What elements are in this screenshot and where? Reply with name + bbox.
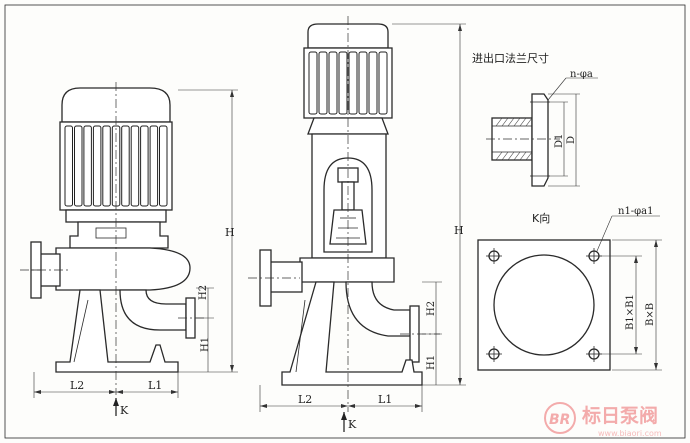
motor-fin [358,51,368,115]
middle-label-l2: L2 [298,393,312,406]
hatch-line [495,117,503,127]
left-label-h1: H1 [200,337,211,352]
middle-label-h2: H2 [426,301,437,316]
motor-fin [308,51,318,115]
flange-title: 进出口法兰尺寸 [472,51,549,65]
label-bxb: B×B [645,303,656,326]
motor-fin [328,51,338,115]
flange-plate [531,93,549,187]
watermark: BR 标日泵阀 www.biaori.com [544,402,662,438]
motor-fin [92,125,102,207]
hatch-line [513,151,521,161]
flange-detail [486,77,598,187]
k-view-title: K向 [532,211,550,225]
middle-inlet-pipe [269,261,303,293]
label-d: D [566,136,577,144]
hatch-line [501,151,509,161]
motor-fin [368,51,378,115]
motor-fin [64,125,73,207]
motor-fin [121,125,130,207]
motor-fin [149,125,159,207]
watermark-url: www.biaori.com [598,429,662,438]
left-motor-fins [64,125,168,207]
hatch-line [525,117,533,127]
middle-outlet-elbow [345,281,411,337]
hatch-line [495,151,503,161]
left-coupling [95,227,127,239]
motor-fin [159,125,168,207]
motor-fin [348,51,358,115]
left-pump [20,82,238,416]
left-label-l1: L1 [148,379,162,392]
hatch-line [507,117,515,127]
middle-label-k: K [348,418,357,431]
left-label-h: H [225,226,235,239]
label-n1-phi-a1: n1-φa1 [618,206,654,217]
watermark-logo-ring [544,402,576,434]
hatch-line [519,117,527,127]
label-d1: D1 [554,134,565,148]
drawing-border [4,4,686,439]
k-view-base-plate [477,239,611,371]
motor-fin [140,125,149,207]
hatch-line [519,151,527,161]
middle-casing [299,257,395,283]
hatch-line [513,117,521,127]
left-label-h2: H2 [198,285,209,300]
hatch-line [525,151,533,161]
motor-fin [102,125,111,207]
left-pump-base [55,289,179,373]
middle-label-h1: H1 [426,355,437,370]
label-b1xb1: B1×B1 [625,294,636,330]
middle-label-h: H [454,224,464,237]
motor-fin [83,125,92,207]
motor-fin [130,125,140,207]
motor-fin [318,51,328,115]
watermark-logo-text: BR [549,412,570,428]
middle-pump [248,16,466,432]
watermark-brand: 标日泵阀 [582,404,658,427]
middle-label-l1: L1 [378,393,392,406]
middle-motor-fins [308,51,388,115]
k-view [477,215,662,371]
k-view-opening [493,254,595,356]
middle-pump-base [281,281,423,386]
label-n-phi-a: n-φa [570,69,593,80]
left-label-l2: L2 [70,379,84,392]
flange-hatch [495,117,533,161]
left-adaptor [69,221,169,249]
motor-fin [338,51,348,115]
motor-fin [378,51,388,115]
left-label-k: K [120,404,129,417]
left-volute [55,247,191,291]
left-outlet-elbow [119,289,187,331]
motor-fin [74,125,83,207]
hatch-line [501,117,509,127]
hatch-line [507,151,515,161]
